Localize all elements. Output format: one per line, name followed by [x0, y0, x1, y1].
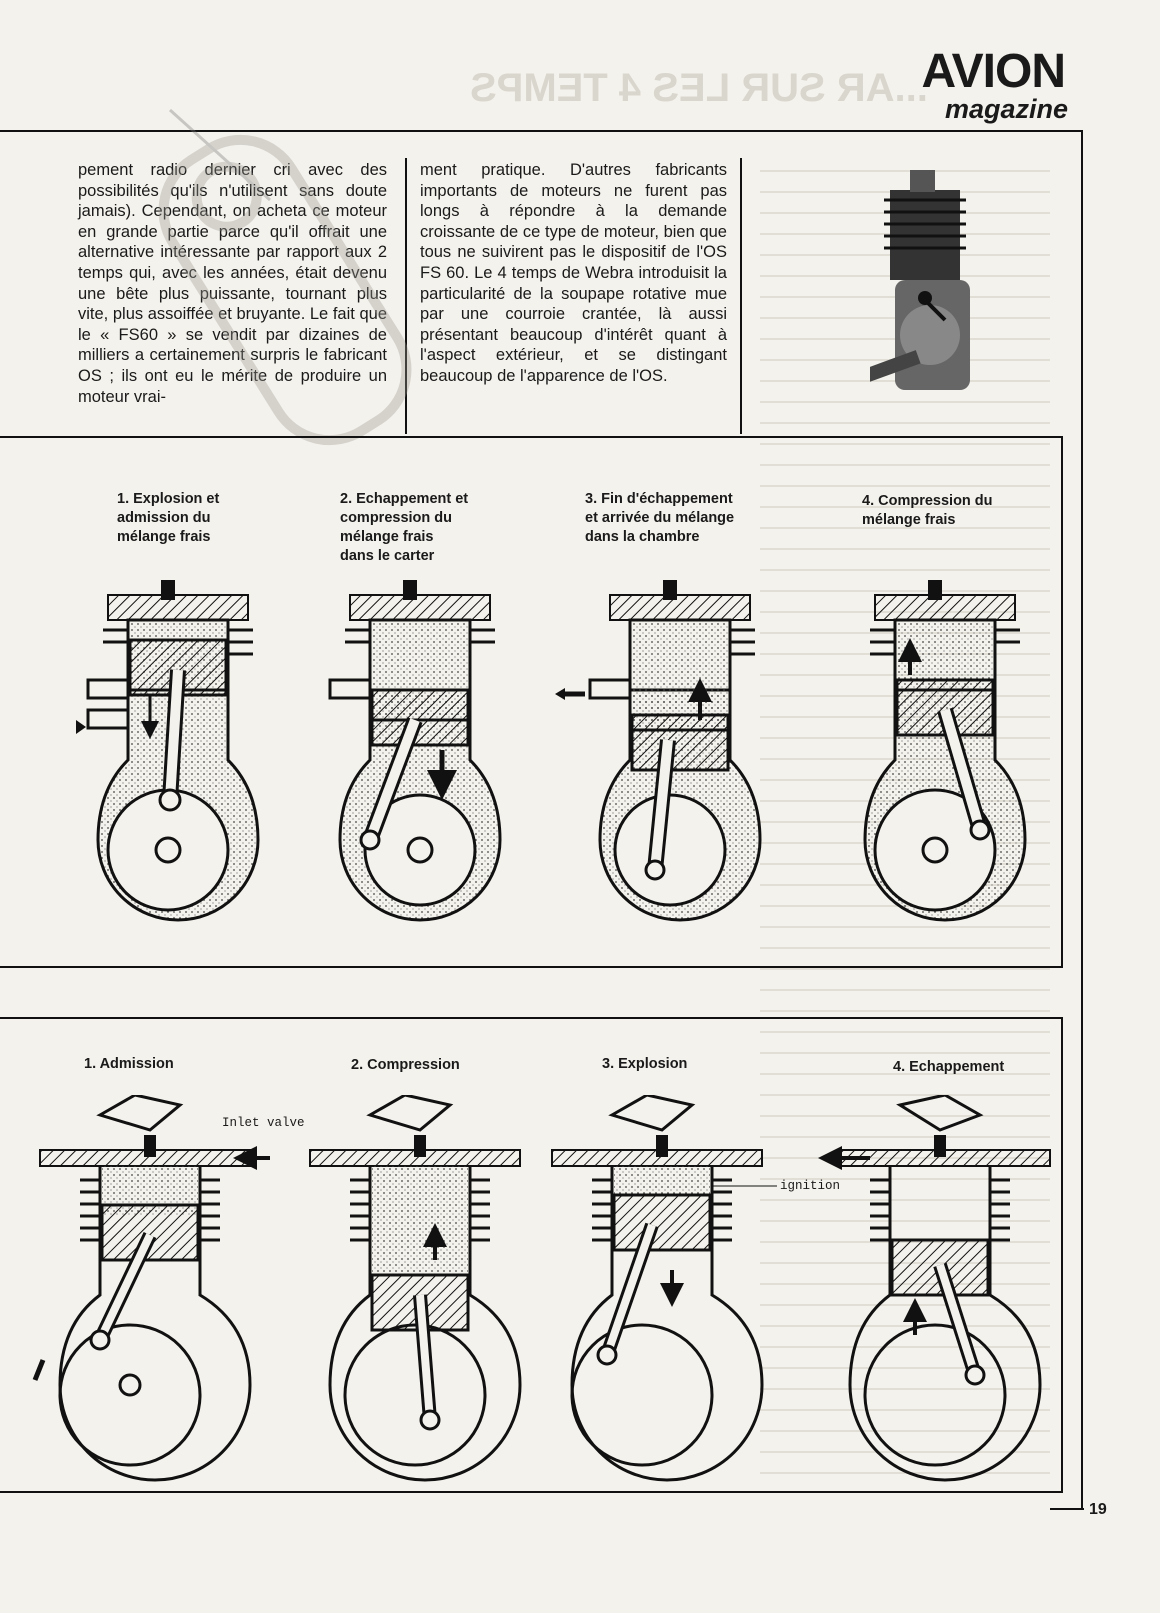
page-number: 19 — [1089, 1501, 1107, 1518]
four-stroke-stage-4-label: 4. Echappement — [893, 1059, 1005, 1075]
four-stroke-stage-1-label: 1. Admission — [84, 1056, 174, 1072]
two-stroke-stage-3-label: 3. Fin d'échappement et arrivée du mélan… — [585, 491, 735, 545]
engine-photo — [870, 170, 970, 390]
brand-logo: AVION — [921, 45, 1066, 98]
column-2-text: ment pratique. D'autres fabricants impor… — [420, 161, 727, 385]
right-rule — [1081, 130, 1083, 1510]
ignition-annotation: ignition — [780, 1179, 841, 1193]
inlet-valve-annotation: Inlet valve — [222, 1116, 305, 1130]
top-rule — [0, 130, 1083, 132]
two-stroke-stage-4-label: 4. Compression du mélange frais — [862, 493, 993, 528]
two-stroke-stage-2-label: 2. Echappement et compression du mélange… — [340, 491, 469, 564]
watermark-stamp — [158, 108, 412, 446]
brand-subtitle: magazine — [944, 94, 1068, 124]
bottom-rule — [1050, 1508, 1084, 1510]
two-stroke-engine-4 — [863, 580, 1027, 922]
two-stroke-engine-3 — [555, 580, 762, 922]
four-stroke-engine-3 — [551, 1095, 777, 1482]
two-stroke-engine-2 — [328, 580, 502, 922]
two-stroke-stage-1-label: 1. Explosion et admission du mélange fra… — [117, 491, 220, 545]
four-stroke-engine-4 — [818, 1095, 1051, 1482]
column-divider-2 — [740, 158, 742, 434]
four-stroke-diagram — [32, 1095, 1051, 1482]
four-stroke-panel — [0, 1017, 1063, 1493]
four-stroke-stage-3-label: 3. Explosion — [602, 1056, 688, 1072]
column-divider — [405, 158, 407, 434]
two-stroke-engine-1 — [76, 580, 260, 922]
column-1-text: pement radio dernier cri avec des possib… — [78, 161, 387, 406]
four-stroke-stage-2-label: 2. Compression — [351, 1057, 460, 1073]
article-column-1: pement radio dernier cri avec des possib… — [78, 160, 387, 407]
article-column-2: ment pratique. D'autres fabricants impor… — [420, 160, 727, 387]
mirrored-headline: ...AR SUR LES 4 TEMPS — [470, 66, 928, 110]
two-stroke-panel — [0, 436, 1063, 968]
four-stroke-engine-2 — [309, 1095, 522, 1482]
four-stroke-engine-1 — [32, 1095, 270, 1482]
two-stroke-diagram — [76, 580, 1027, 922]
